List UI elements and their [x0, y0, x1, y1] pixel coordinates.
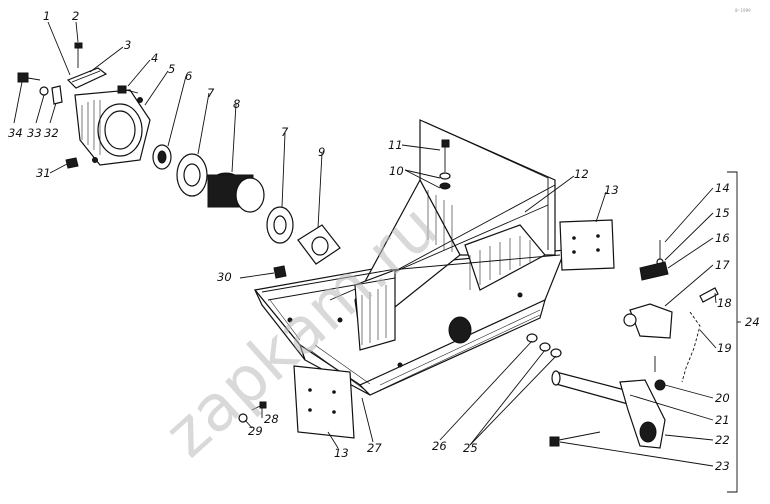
callout-28: 28	[264, 412, 279, 426]
group-bracket	[727, 171, 738, 493]
callout-33: 33	[27, 126, 42, 140]
callout-10: 10	[389, 164, 404, 178]
plate-13-left	[293, 365, 355, 439]
callout-17: 17	[715, 258, 730, 272]
ring-7b	[266, 206, 294, 244]
callout-24: 24	[745, 315, 760, 329]
leader-lines	[13, 21, 741, 467]
callout-labels: 1 2 3 4 5 6 7 8 7 9 11 10 12 13 14 15 16…	[8, 9, 760, 473]
bolt-28	[251, 401, 267, 411]
callout-15: 15	[715, 206, 730, 220]
callout-2: 2	[72, 9, 79, 23]
flange-9	[297, 224, 341, 265]
nut-26	[526, 333, 538, 343]
ring-7a	[176, 153, 208, 197]
nut-25b	[550, 348, 562, 358]
lever-17	[623, 303, 673, 339]
callout-11: 11	[388, 138, 403, 152]
callout-18: 18	[717, 296, 732, 310]
nut-10	[439, 172, 451, 190]
bolt-23	[549, 431, 601, 447]
callout-13-right: 13	[604, 183, 619, 197]
bolt-34	[17, 72, 41, 83]
callout-23: 23	[715, 459, 730, 473]
callout-6: 6	[185, 69, 192, 83]
callout-27: 27	[367, 441, 382, 455]
bracket-16	[639, 261, 669, 281]
callout-5: 5	[168, 62, 175, 76]
callout-32: 32	[44, 126, 59, 140]
callout-1: 1	[43, 9, 50, 23]
callout-8: 8	[233, 97, 240, 111]
callout-13-left: 13	[334, 446, 349, 460]
callout-9: 9	[318, 145, 325, 159]
callout-7a: 7	[207, 86, 215, 100]
callout-34: 34	[8, 126, 23, 140]
bearing-housing	[74, 89, 151, 166]
callout-26: 26	[432, 439, 447, 453]
washer-33	[39, 86, 49, 96]
callout-19: 19	[717, 341, 732, 355]
callout-29: 29	[248, 424, 263, 438]
nut-20	[654, 356, 666, 391]
callout-14: 14	[715, 181, 730, 195]
callout-31: 31	[36, 166, 51, 180]
shaft-21	[551, 370, 629, 405]
callout-20: 20	[715, 391, 730, 405]
bolt-11	[441, 139, 450, 172]
callout-30: 30	[217, 270, 232, 284]
callout-7b: 7	[281, 125, 289, 139]
chain-19	[681, 311, 701, 383]
main-frame	[253, 119, 566, 396]
callout-12: 12	[574, 167, 589, 181]
bolt-4	[117, 85, 139, 94]
cover-plate	[66, 67, 108, 89]
pin-18	[699, 287, 719, 303]
gear-6	[152, 144, 172, 170]
callout-16: 16	[715, 231, 730, 245]
lock-32	[51, 85, 63, 105]
sleeve-8	[207, 172, 265, 213]
corner-mark: 8ᵉ·1999	[735, 8, 751, 13]
fitting-30	[273, 265, 287, 279]
callout-25: 25	[463, 441, 478, 455]
callout-4: 4	[151, 51, 158, 65]
callout-3: 3	[124, 38, 131, 52]
plate-13-right	[559, 219, 615, 271]
nut-25a	[539, 342, 551, 352]
callout-21: 21	[715, 413, 730, 427]
callout-22: 22	[715, 433, 730, 447]
yoke-22	[619, 379, 666, 449]
fitting-31	[65, 157, 79, 169]
screw-2	[74, 42, 83, 68]
